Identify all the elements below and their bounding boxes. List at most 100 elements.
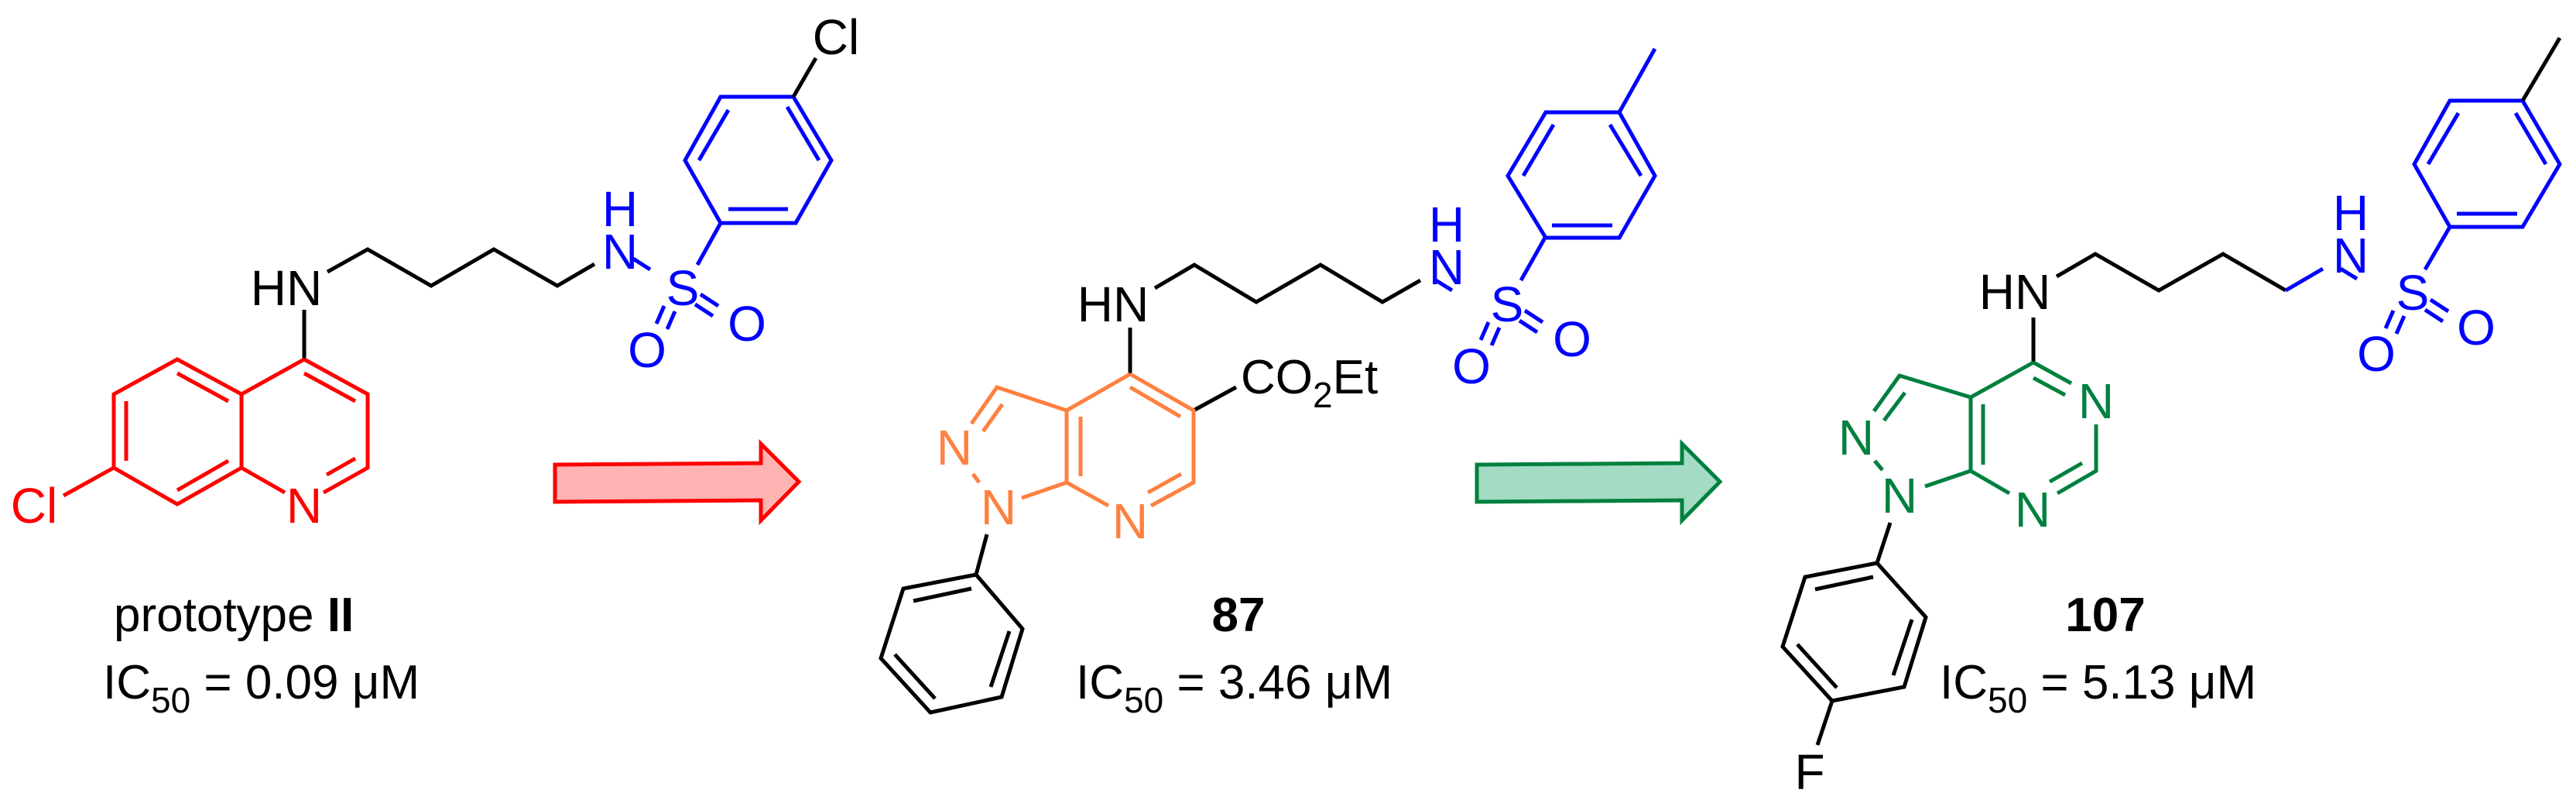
bond [695,221,723,266]
bond [1523,308,1544,324]
compound-number: 87 [1212,589,1266,642]
bond [1814,575,1874,592]
bond [1506,110,1657,240]
bond [111,357,243,506]
bond [2394,315,2406,335]
bond [785,105,821,162]
bond [879,572,1025,715]
bond [1882,391,1906,422]
bond [2423,225,2452,271]
bond [2055,252,2287,293]
bond [2032,376,2067,397]
compound-prototype-II-caption: prototype II IC50 = 0.09 μM [103,589,420,720]
bond [971,472,981,484]
bond [2513,112,2548,166]
atom-label-n: N [1429,239,1464,295]
bond [1153,263,1422,304]
bond [632,256,652,272]
bond [2426,112,2461,166]
atom-label-hn: HN [251,260,322,316]
bond [2048,461,2084,484]
atom-label-h: H [2333,185,2369,241]
atom-label-o: O [628,322,666,378]
atom-label-o: O [1553,311,1591,367]
bond [694,302,714,318]
bond [969,385,1067,425]
ic50-label: IC50 = 3.46 μM [1076,656,1392,720]
atom-label-cl: Cl [11,478,57,534]
structure-prototype-II [62,57,834,506]
bond [1968,360,2035,496]
bond [1796,643,1838,689]
structure-107 [1780,36,2562,746]
arrows-layer [553,438,1723,526]
bond [1608,123,1643,177]
atom-label-o: O [1452,338,1491,394]
bond [62,465,115,498]
atom-label-n: N [981,479,1016,535]
bond [1780,561,1928,703]
bond [2056,424,2098,496]
bond [1872,373,1971,413]
bonds-layer [62,36,2562,746]
bond [697,108,731,162]
bond [974,534,989,575]
bond [1192,385,1238,413]
atom-label-n: N [937,420,972,476]
bond [2429,297,2450,314]
bond [2284,266,2324,293]
bond [988,630,1012,688]
ic50-label: IC50 = 0.09 μM [103,656,420,720]
bond [913,586,972,603]
bond [683,94,834,225]
structure-87 [879,47,1657,715]
bond [325,456,357,477]
compound-name: prototype II [114,589,354,642]
bond [893,653,937,700]
bond [1434,278,1454,293]
right-arrow-2-icon [1475,438,1723,526]
bond [1521,123,1556,177]
bond [239,357,306,495]
bond [791,57,818,98]
atom-label-f: F [1794,744,1824,800]
ic50-label: IC50 = 5.13 μM [1940,656,2256,720]
atom-label-h: H [602,181,638,237]
atom-label-hn: HN [1979,264,2050,320]
right-arrow-1-icon [553,438,802,526]
bond [654,305,666,324]
bond [1519,236,1547,282]
atom-label-o: O [728,296,766,352]
atom-label-o: O [2457,300,2496,355]
atom-label-n: N [1882,468,1917,524]
atom-label-n: N [286,478,322,534]
bond [2520,36,2562,102]
bond [699,292,720,308]
atom-label-n: N [2078,373,2114,429]
atom-label-n: N [1838,410,1874,465]
atom-label-n: N [602,224,638,280]
bond [2412,98,2562,229]
bond [1021,480,1067,500]
bond [176,458,230,493]
atom-label-s: S [666,260,700,316]
bond [1617,47,1657,114]
bond [1478,321,1491,341]
bond [1129,372,1196,508]
bond [2383,310,2396,329]
bond [303,357,370,495]
bond [1518,318,1539,335]
bond [1146,472,1183,495]
atom-label-n: N [2333,228,2369,283]
bond [2032,360,2073,386]
bond [2339,266,2358,281]
atom-label-cl: Cl [813,9,859,65]
bond [326,247,596,288]
atom-label-n: N [2015,482,2050,537]
atom-label-s: S [1491,276,1524,332]
atom-label-hn: HN [1077,276,1149,332]
